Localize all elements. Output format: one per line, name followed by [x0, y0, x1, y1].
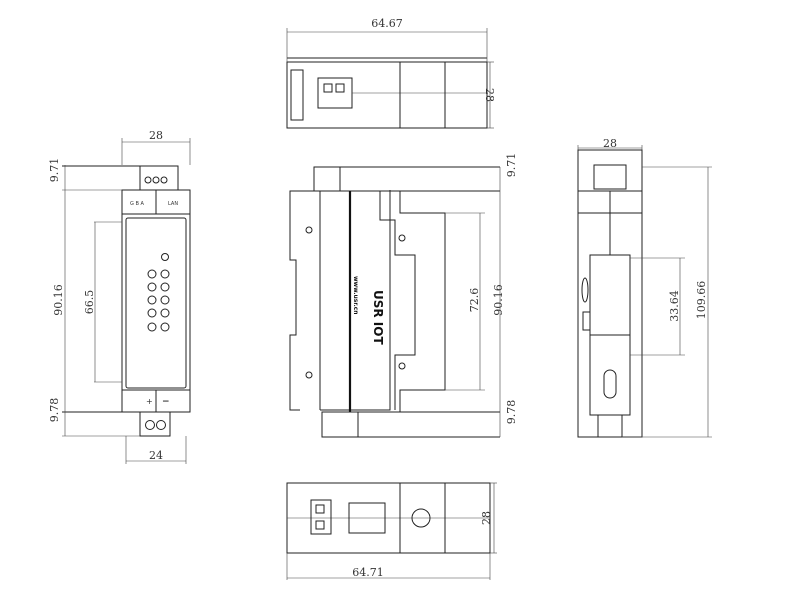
front-view: 28 G B A LAN + − 9.71 90.16 9.78: [48, 129, 191, 464]
bottom-height-dim: 28: [480, 511, 493, 525]
front-bottom-offset-dim: 9.78: [48, 398, 61, 423]
front-window-dim: 66.5: [83, 290, 96, 315]
top-height-dim: 28: [483, 88, 496, 102]
bottom-view: 28 64.71: [286, 482, 497, 580]
side-inner-dim: 72.6: [468, 288, 481, 313]
rear-height-dim: 109.66: [695, 281, 708, 320]
lan-label: LAN: [168, 201, 178, 207]
led-indicators: [147, 253, 170, 332]
front-width-dim: 28: [149, 129, 163, 142]
rear-width-dim: 28: [603, 137, 617, 150]
rear-view: 28 33.64 109.66: [577, 137, 712, 438]
side-top-offset-dim: 9.71: [505, 153, 518, 178]
terminal-labels: G B A: [130, 201, 144, 207]
rear-clip-dim: 33.64: [668, 290, 681, 322]
front-height-dim: 90.16: [52, 284, 65, 316]
front-bottom-width-dim: 24: [149, 449, 163, 462]
side-bottom-offset-dim: 9.78: [505, 400, 518, 425]
front-top-offset-dim: 9.71: [48, 158, 61, 183]
top-view: 64.67 28: [286, 17, 496, 129]
top-width-dim: 64.67: [371, 17, 403, 30]
side-height-dim: 90.16: [492, 284, 505, 316]
bottom-width-dim: 64.71: [352, 566, 384, 579]
website-text: www.usr.cn: [352, 276, 359, 315]
minus-label: −: [162, 397, 170, 407]
side-view: www.usr.cn USR IOT 72.6 90.16 9.71 9.78: [289, 153, 518, 438]
plus-label: +: [146, 397, 153, 406]
brand-logo: USR IOT: [371, 290, 385, 345]
